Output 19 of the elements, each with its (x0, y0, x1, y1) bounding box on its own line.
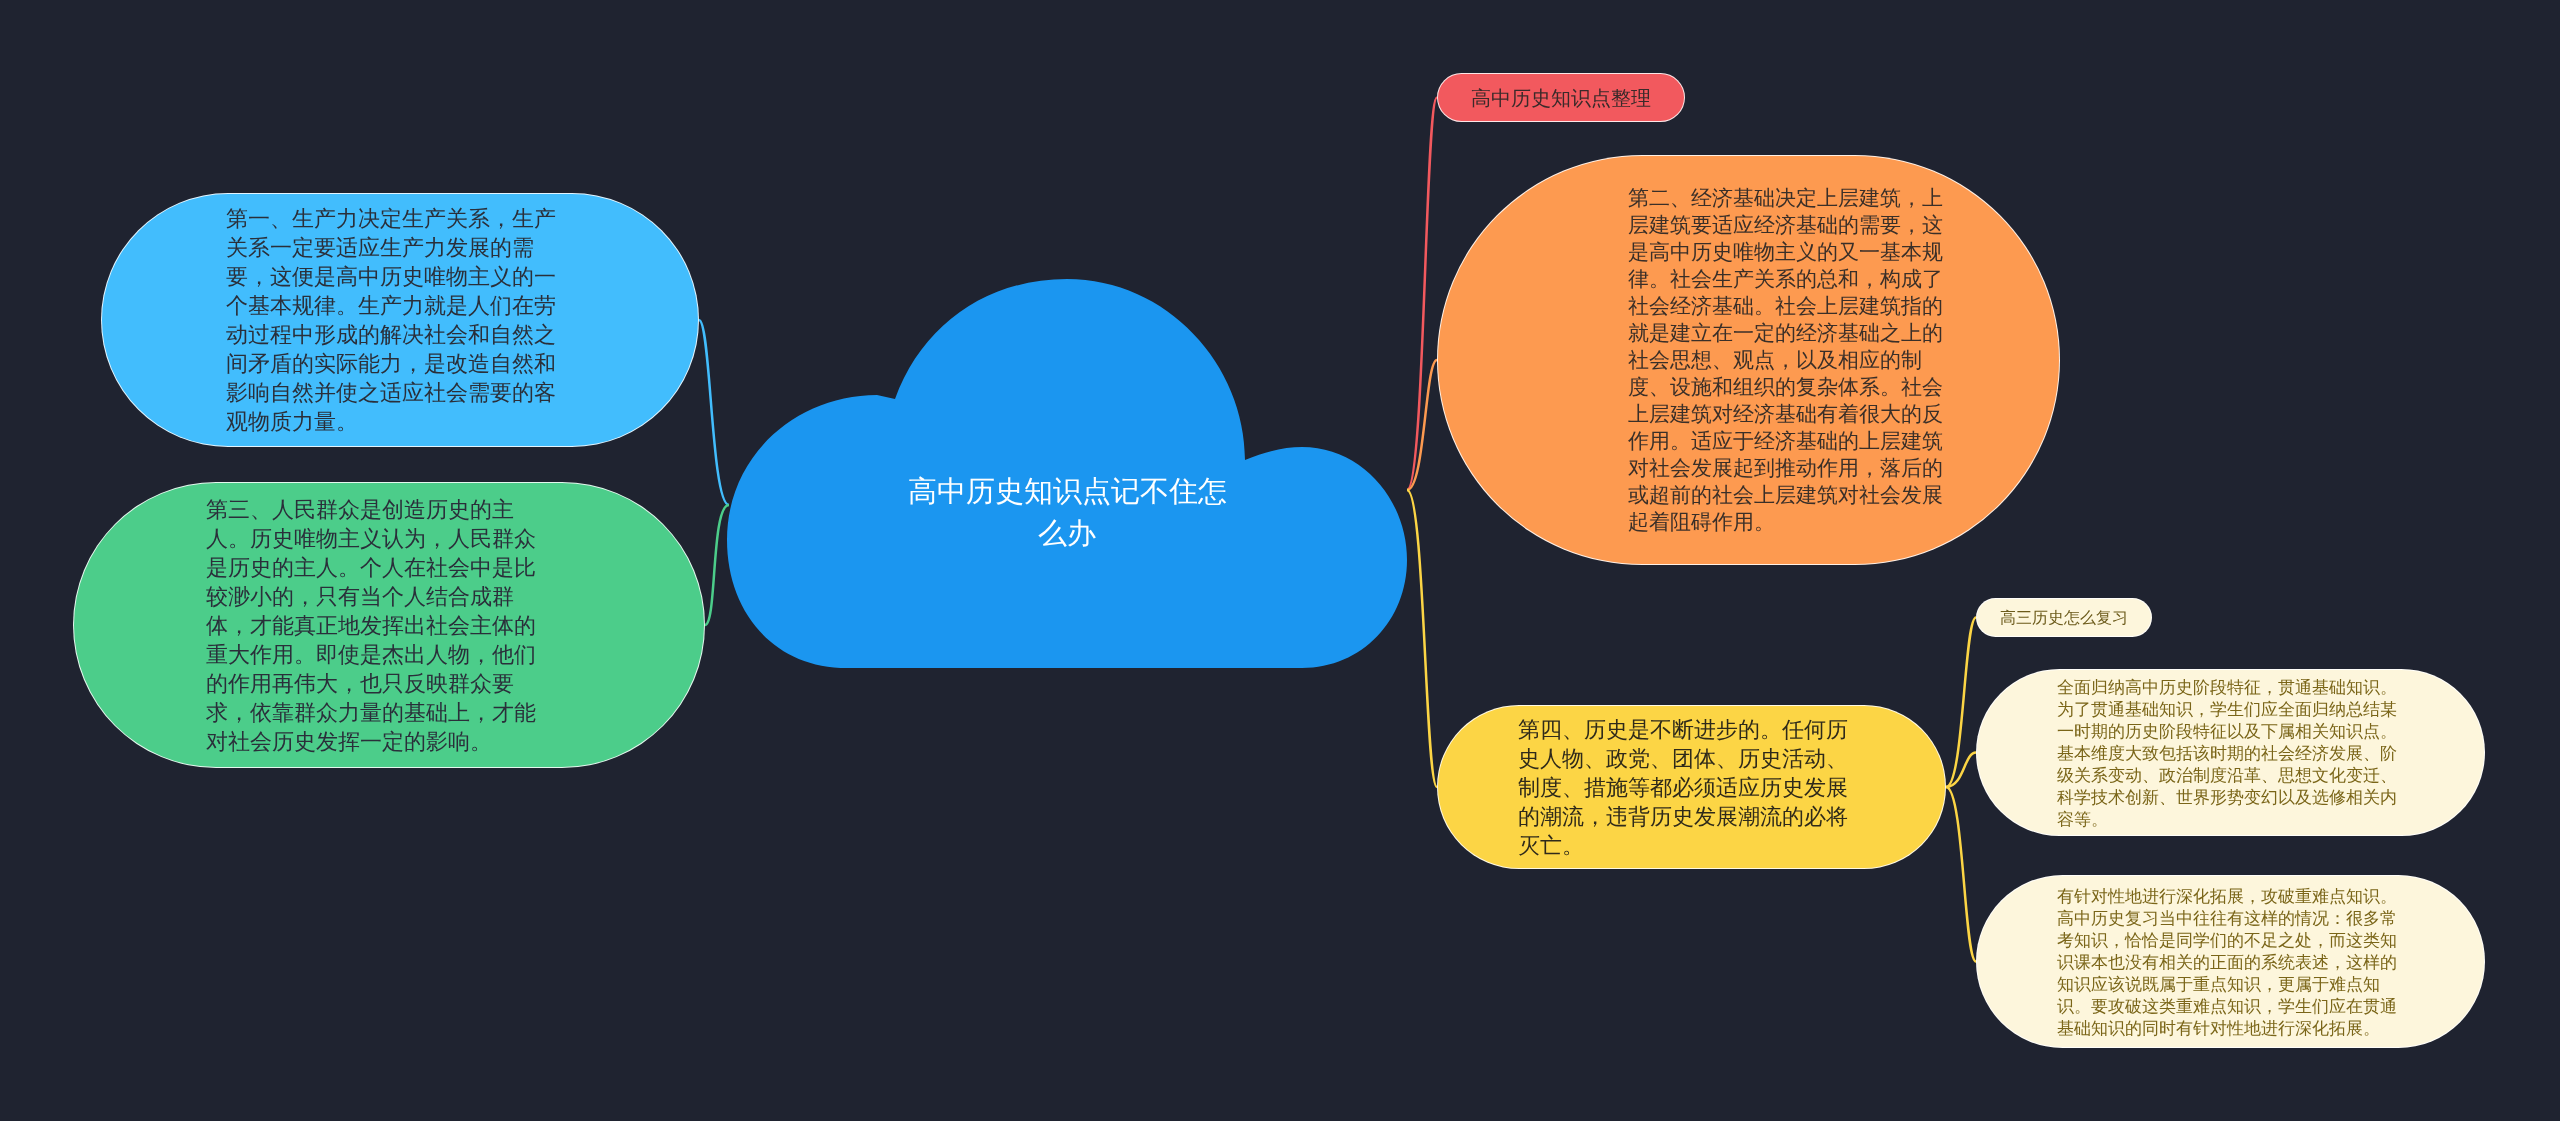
bubble-text: 第四、历史是不断进步的。任何历史人物、政党、团体、历史活动、制度、措施等都必须适应历史发展的潮流，违背历史发展潮流的必将灭亡。 (1518, 715, 1849, 860)
connector-line (1945, 786, 1977, 963)
connector-line (1406, 359, 1438, 492)
bubble-text: 第一、生产力决定生产关系，生产关系一定要适应生产力发展的需要，这便是高中历史唯物主义的一个基本规律。生产力就是人们在劳动过程中形成的解决社会和自然之间矛盾的实际能力，是改造自然和影响自然并使之适应社会需要的客观物质力量。 (226, 205, 557, 436)
bubble-text: 高三历史怎么复习 (2000, 606, 2128, 629)
connector-line (1406, 489, 1439, 788)
connector-line (704, 503, 730, 626)
bubble-text: 第三、人民群众是创造历史的主人。历史唯物主义认为，人民群众是历史的主人。个人在社会中是比较渺小的，只有当个人结合成群体，才能真正地发挥出社会主体的重大作用。即使是杰出人物，他们的作用再伟大，也只反映群众要求，依靠群众力量的基础上，才能对社会历史发挥一定的影响。 (206, 495, 537, 756)
tag-pill (1976, 598, 2152, 637)
connector-line (1405, 97, 1439, 491)
connector-line (698, 319, 730, 506)
topic-title: 高中历史知识点记不住怎么办 (906, 472, 1228, 552)
connector-line (1945, 616, 1977, 788)
bubble-text: 第二、经济基础决定上层建筑，上层建筑要适应经济基础的需要，这是高中历史唯物主义的又一基本规律。社会生产关系的总和，构成了社会经济基础。社会上层建筑指的就是建立在一定的经济基础之上的社会思想、观点，以及相应的制度、设施和组织的复杂体系。社会上层建筑对经济基础有着很大的反作用。适应于经济基础的上层建筑对社会发展起到推动作用，落后的或超前的社会上层建筑对社会发展起着阻碍作用。 (1628, 184, 1944, 536)
bubble-text: 全面归纳高中历史阶段特征，贯通基础知识。为了贯通基础知识，学生们应全面归纳总结某一时期的历史阶段特征以及下属相关知识点。基本维度大致包括该时期的社会经济发展、阶级关系变动、政治制度沿革、思想文化变迁、科学技术创新、世界形势变幻以及选修相关内容等。 (2057, 675, 2397, 830)
connector-line (1945, 751, 1977, 789)
bubble-text: 有针对性地进行深化拓展，攻破重难点知识。高中历史复习当中往往有这样的情况：很多常考知识，恰恰是同学们的不足之处，而这类知识课本也没有相关的正面的系统表述，这样的知识应该说既属于重点知识，更属于难点知识。要攻破这类重难点知识，学生们应在贯通基础知识的同时有针对性地进行深化拓展。 (2057, 884, 2397, 1039)
bubble-text: 高中历史知识点整理 (1471, 84, 1651, 111)
tag-pill (1437, 73, 1685, 122)
